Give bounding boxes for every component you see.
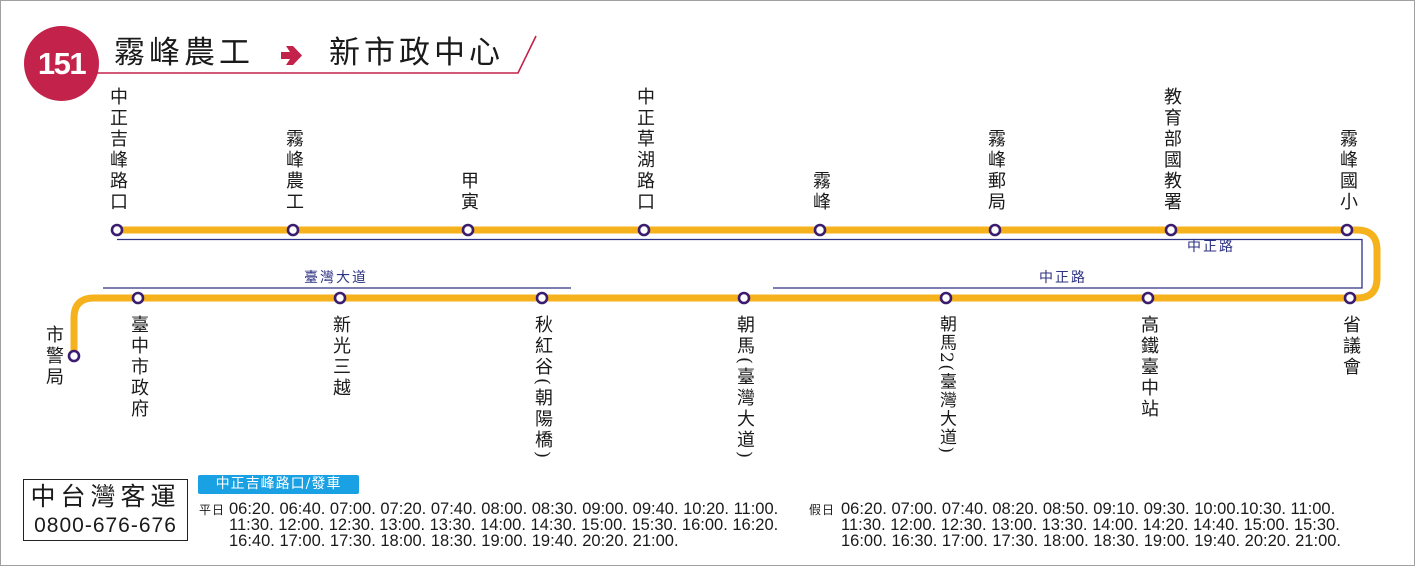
stop-marker	[988, 223, 1002, 237]
stop-label: 高鐵臺中站	[1138, 315, 1159, 420]
departure-label: 中正吉峰路口/發車	[198, 475, 359, 494]
stop-label: 朝馬(臺灣大道)	[734, 315, 755, 462]
road-label-zhongzheng-lower: 中正路	[1039, 270, 1087, 286]
route-destination: 新市政中心	[329, 35, 504, 71]
stop-label: 霧峰	[810, 171, 831, 213]
timetable-line: 06:20. 07:00. 07:40. 08:20. 08:50. 09:10…	[841, 500, 1336, 518]
stop-marker	[1340, 223, 1354, 237]
timetable-line: 06:20. 06:40. 07:00. 07:20. 07:40. 08:00…	[229, 500, 779, 518]
terminal-stop-label: 市警局	[43, 325, 64, 388]
timetable-line: 11:30. 12:00. 12:30. 13:00. 13:30. 14:00…	[841, 516, 1340, 534]
operator-box: 中台灣客運 0800-676-676	[23, 479, 188, 541]
stop-marker	[737, 291, 751, 305]
stop-label: 霧峰農工	[283, 129, 304, 213]
stop-marker	[1141, 291, 1155, 305]
stop-label: 朝馬2(臺灣大道)	[936, 315, 956, 455]
stop-marker	[286, 223, 300, 237]
stop-label: 省議會	[1340, 315, 1361, 378]
timetable-line: 11:30. 12:00. 12:30. 13:00. 13:30. 14:00…	[229, 516, 779, 534]
stop-marker	[1343, 291, 1357, 305]
timetable-line: 16:00. 16:30. 17:00. 17:30. 18:00. 18:30…	[841, 532, 1342, 550]
stop-label: 新光三越	[330, 315, 351, 399]
stop-marker	[813, 223, 827, 237]
route-number-badge: 151	[24, 26, 99, 101]
stop-label: 教育部國教署	[1161, 87, 1182, 213]
title-underline	[89, 35, 537, 74]
stop-label: 中正草湖路口	[634, 87, 655, 213]
timetable-line: 16:40. 17:00. 17:30. 18:00. 18:30. 19:00…	[229, 532, 679, 550]
stop-label: 甲寅	[458, 171, 479, 213]
road-line-zhongzheng	[117, 238, 1363, 289]
stop-label: 霧峰郵局	[985, 129, 1006, 213]
stop-label: 霧峰國小	[1337, 129, 1358, 213]
terminal-stop-marker	[67, 349, 81, 363]
holiday-timetable: 06:20. 07:00. 07:40. 08:20. 08:50. 09:10…	[841, 500, 1342, 550]
stop-label: 秋紅谷(朝陽橋)	[532, 315, 553, 462]
stop-marker	[939, 291, 953, 305]
stop-marker	[131, 291, 145, 305]
route-origin: 霧峰農工	[114, 35, 254, 71]
stop-label: 臺中市政府	[128, 315, 149, 420]
road-label-zhongzheng-upper: 中正路	[1187, 239, 1235, 255]
arrow-right-icon	[281, 46, 302, 65]
stop-marker	[461, 223, 475, 237]
route-line	[70, 226, 1381, 356]
road-label-taiwan-blvd: 臺灣大道	[304, 270, 368, 286]
stop-label: 中正吉峰路口	[107, 87, 128, 213]
stop-marker	[110, 223, 124, 237]
weekday-label: 平日	[199, 503, 226, 517]
weekday-timetable: 06:20. 06:40. 07:00. 07:20. 07:40. 08:00…	[229, 500, 779, 550]
stop-marker	[1164, 223, 1178, 237]
operator-name: 中台灣客運	[30, 482, 181, 511]
stop-marker	[637, 223, 651, 237]
operator-phone: 0800-676-676	[34, 514, 177, 537]
stop-marker	[333, 291, 347, 305]
holiday-label: 假日	[809, 503, 836, 517]
stop-markers	[67, 223, 1357, 363]
stop-marker	[535, 291, 549, 305]
